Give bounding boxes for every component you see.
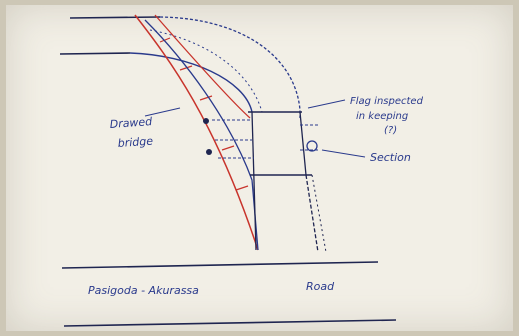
bridge-red-line-right	[154, 14, 251, 119]
structure-line-far-right	[311, 174, 327, 253]
road-curve-middle	[149, 29, 263, 113]
leader-section	[321, 149, 366, 158]
bottom-line	[63, 319, 397, 327]
label-flag-note-2: in keeping	[356, 111, 408, 122]
label-road: Road	[306, 280, 335, 293]
paper-sheet	[6, 5, 513, 331]
label-section: Section	[370, 151, 411, 164]
structure-line-right-lower	[305, 174, 319, 253]
road-curve-outer	[159, 16, 301, 118]
bridge-red-line-left	[134, 14, 259, 251]
road-curve-inner	[129, 52, 253, 113]
road-line	[61, 261, 379, 269]
leader-flag-note	[307, 99, 346, 109]
label-road-name: Pasigoda - Akurassa	[88, 284, 199, 297]
structure-line-left	[251, 111, 257, 251]
marker-small-circle	[306, 140, 318, 152]
label-flag-note-1: Flag inspected	[350, 96, 424, 107]
top-line-2	[59, 52, 131, 55]
bridge-tick-marks	[159, 37, 249, 191]
leader-drawn-bridge	[144, 107, 181, 117]
top-line-1	[69, 16, 161, 19]
label-drawn-bridge-2: bridge	[117, 135, 153, 150]
marker-dot-1	[203, 118, 209, 124]
label-flag-note-3: (?)	[384, 125, 397, 136]
label-drawn-bridge-1: Drawed	[109, 115, 153, 131]
bridge-blue-curve	[144, 19, 259, 251]
marker-dot-2	[206, 149, 212, 155]
structure-line-right	[299, 111, 307, 176]
